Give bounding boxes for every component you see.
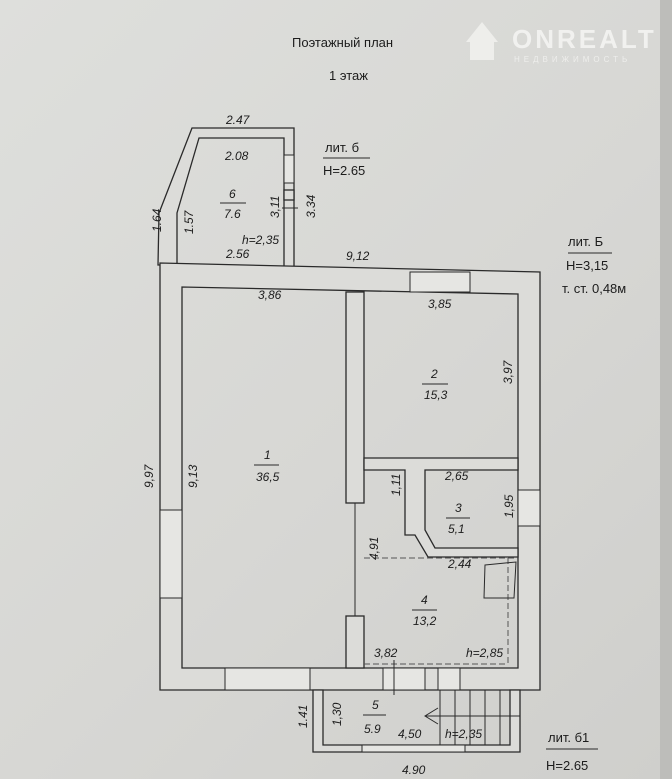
svg-text:1.57: 1.57 xyxy=(182,209,196,234)
window-room-3 xyxy=(517,489,541,527)
svg-text:4,91: 4,91 xyxy=(367,537,381,560)
interior-wall-lower xyxy=(345,615,365,669)
room-3-walls xyxy=(363,457,519,558)
window-room-2 xyxy=(409,271,471,293)
block-label-lit-b1: лит. б1 xyxy=(548,730,589,745)
stairs xyxy=(424,690,520,745)
svg-text:4,50: 4,50 xyxy=(398,727,422,741)
svg-text:3.34: 3.34 xyxy=(304,194,318,218)
window-room-1-side xyxy=(159,509,183,599)
svg-text:h=2,35: h=2,35 xyxy=(445,727,482,741)
svg-text:1: 1 xyxy=(264,448,271,462)
porch-walls xyxy=(312,689,521,753)
svg-text:3: 3 xyxy=(455,501,462,515)
watermark-tagline: НЕДВИЖИМОСТЬ xyxy=(514,55,631,64)
svg-text:6: 6 xyxy=(229,187,236,201)
svg-text:2.56: 2.56 xyxy=(225,247,250,261)
svg-text:13,2: 13,2 xyxy=(413,614,437,628)
stove-icon xyxy=(483,561,517,599)
block-height-lit-b-small: H=2.65 xyxy=(323,163,365,178)
dimension-labels: 2.47 2.08 2.56 9,12 3,86 3,85 2,65 2,44 … xyxy=(142,113,516,777)
svg-text:2.47: 2.47 xyxy=(225,113,251,127)
room-3-label: 3 5,1 xyxy=(446,501,470,536)
svg-text:3,97: 3,97 xyxy=(501,359,515,384)
svg-text:3,85: 3,85 xyxy=(428,297,452,311)
svg-text:h=2,85: h=2,85 xyxy=(466,646,503,660)
svg-text:5.9: 5.9 xyxy=(364,722,381,736)
svg-text:2,65: 2,65 xyxy=(444,469,469,483)
watermark-brand: ONREALT xyxy=(512,24,657,54)
room-4-label: 4 13,2 h=2,85 xyxy=(412,593,503,660)
block-label-lit-b-small: лит. б xyxy=(325,140,359,155)
svg-text:3,82: 3,82 xyxy=(374,646,398,660)
paper-edge xyxy=(660,0,672,779)
svg-text:2,44: 2,44 xyxy=(447,557,472,571)
svg-text:1,30: 1,30 xyxy=(330,702,344,726)
svg-text:3,86: 3,86 xyxy=(258,288,282,302)
svg-text:7.6: 7.6 xyxy=(224,207,241,221)
room-2-label: 2 15,3 xyxy=(422,367,448,402)
svg-text:1,95: 1,95 xyxy=(502,494,516,518)
svg-text:1,11: 1,11 xyxy=(389,474,403,496)
block-label-lit-b: лит. Б xyxy=(568,234,603,249)
svg-text:36,5: 36,5 xyxy=(256,470,280,484)
plan-title: Поэтажный план xyxy=(292,35,393,50)
svg-text:3,11: 3,11 xyxy=(268,196,282,218)
svg-text:15,3: 15,3 xyxy=(424,388,448,402)
annex-window xyxy=(283,154,295,184)
svg-text:5: 5 xyxy=(372,698,379,712)
doorway-room-4 xyxy=(382,667,426,691)
porch-window xyxy=(361,744,466,753)
block-wall-thickness: т. ст. 0,48м xyxy=(562,281,626,296)
svg-text:5,1: 5,1 xyxy=(448,522,465,536)
svg-text:h=2,35: h=2,35 xyxy=(242,233,279,247)
annex-pier xyxy=(283,189,295,201)
svg-text:9,12: 9,12 xyxy=(346,249,370,263)
svg-text:4.90: 4.90 xyxy=(402,763,426,777)
svg-text:2: 2 xyxy=(430,367,438,381)
svg-text:4: 4 xyxy=(421,593,428,607)
block-height-lit-b: H=3,15 xyxy=(566,258,608,273)
window-room-1-bottom xyxy=(224,667,311,691)
room-6-label: 6 7.6 h=2,35 xyxy=(220,187,279,247)
svg-text:2.08: 2.08 xyxy=(224,149,249,163)
window-room-4 xyxy=(437,667,461,691)
watermark: ONREALT НЕДВИЖИМОСТЬ xyxy=(466,22,657,64)
svg-text:1.64: 1.64 xyxy=(150,208,164,232)
svg-text:9,13: 9,13 xyxy=(186,464,200,488)
room-5-label: 5 5.9 h=2,35 xyxy=(363,698,482,741)
svg-text:1.41: 1.41 xyxy=(296,705,310,728)
block-height-lit-b1: H=2.65 xyxy=(546,758,588,773)
svg-text:9,97: 9,97 xyxy=(142,463,156,488)
watermark-house-icon xyxy=(466,22,498,60)
interior-wall-upper xyxy=(345,291,365,504)
room-1-label: 1 36,5 xyxy=(254,448,280,484)
floor-label: 1 этаж xyxy=(329,68,368,83)
